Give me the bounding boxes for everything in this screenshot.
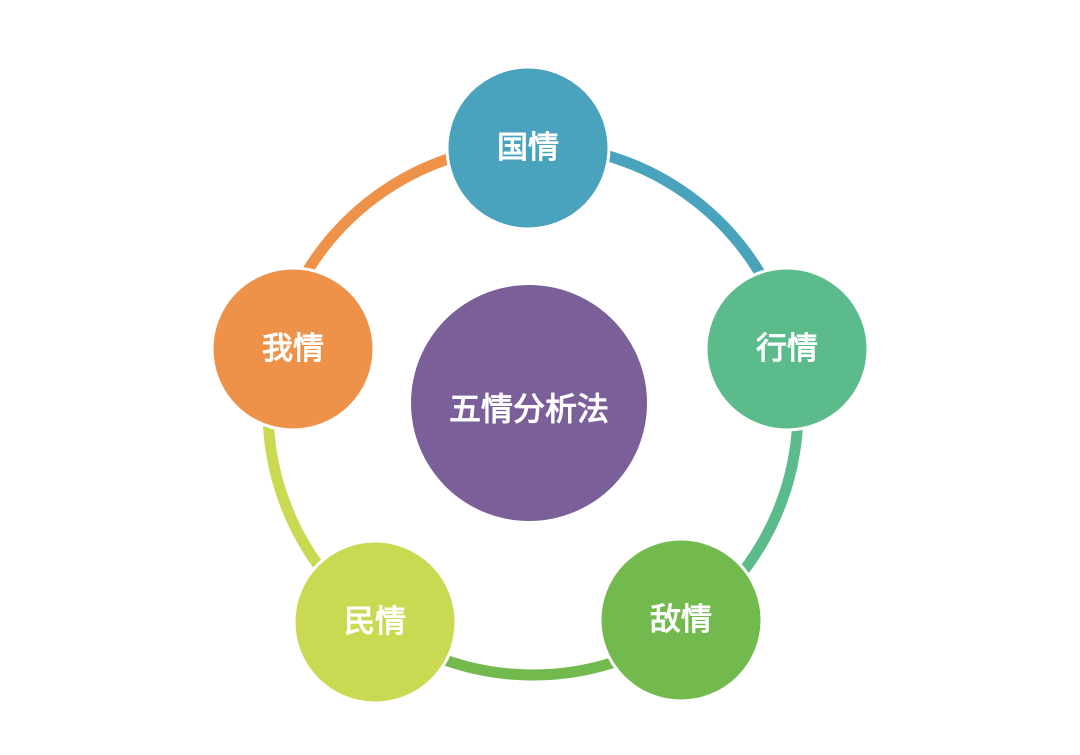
node-hangqing-circle bbox=[704, 266, 870, 432]
node-diqing: 敌情 bbox=[598, 537, 764, 703]
node-hangqing: 行情 bbox=[704, 266, 870, 432]
node-woqing-label: 我情 bbox=[262, 331, 324, 367]
node-guoqing-circle bbox=[445, 65, 611, 231]
node-minqing-label: 民情 bbox=[344, 604, 406, 640]
node-diqing-circle bbox=[598, 537, 764, 703]
node-hangqing-label: 行情 bbox=[755, 331, 818, 367]
center-circle bbox=[411, 285, 647, 521]
node-guoqing-label: 国情 bbox=[497, 130, 559, 166]
center-node: 五情分析法 bbox=[411, 285, 647, 521]
node-woqing-circle bbox=[210, 266, 376, 432]
node-diqing-label: 敌情 bbox=[650, 602, 712, 638]
node-minqing: 民情 bbox=[292, 539, 458, 705]
center-label: 五情分析法 bbox=[449, 390, 609, 428]
node-guoqing: 国情 bbox=[445, 65, 611, 231]
node-woqing: 我情 bbox=[210, 266, 376, 432]
node-minqing-circle bbox=[292, 539, 458, 705]
